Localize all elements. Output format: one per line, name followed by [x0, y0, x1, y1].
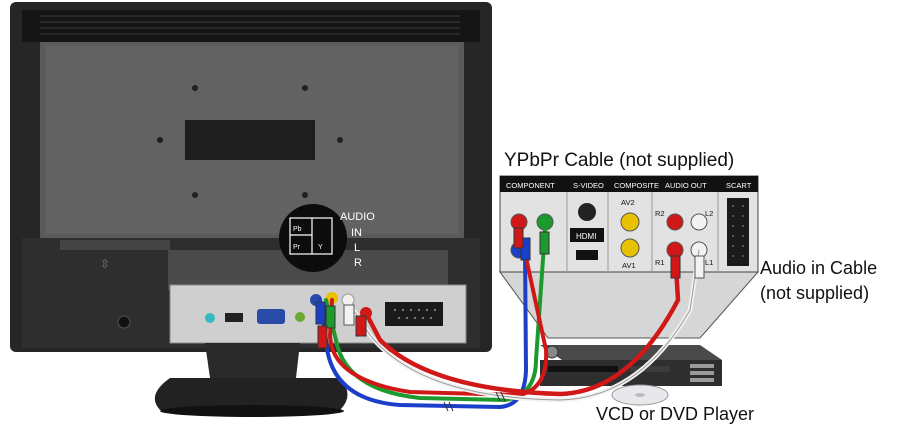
badge-r-label: R: [354, 257, 362, 269]
player-callout: VCD or DVD Player: [596, 404, 755, 424]
cable-red-audio: [363, 247, 681, 397]
badge-audio-title: AUDIO: [340, 211, 375, 223]
inset-header-component: COMPONENT: [506, 181, 555, 190]
r2-label: R2: [655, 209, 665, 218]
av2-label: AV2: [621, 198, 635, 207]
inset-header-composite: COMPOSITE: [614, 181, 659, 190]
r2-jack: [666, 213, 684, 231]
av1-jack: [620, 238, 640, 258]
cable-green: [324, 228, 547, 403]
monitor-stand: [154, 343, 348, 417]
svg-text:⇳: ⇳: [100, 257, 110, 271]
r1-label: R1: [655, 258, 665, 267]
hdmi-port: [225, 313, 243, 322]
badge-pb-label: Pb: [293, 226, 302, 233]
badge-l-label: L: [354, 242, 360, 254]
badge-in-label: IN: [351, 227, 362, 239]
audio-cable-callout-line1: Audio in Cable: [760, 258, 878, 278]
cable-break-marks: [443, 391, 506, 412]
vga-port: [257, 309, 285, 324]
scart-port: [385, 302, 443, 326]
l2-label: L2: [705, 209, 713, 218]
hdmi-label: HDMI: [576, 232, 596, 241]
audio-cable-callout-line2: (not supplied): [760, 283, 870, 303]
cable-blue: [318, 248, 529, 410]
inset-header-audio-out: AUDIO OUT: [665, 181, 707, 190]
inset-hdmi-port: [576, 250, 598, 260]
cable-red-video: [327, 223, 549, 398]
inset-header-svideo: S-VIDEO: [573, 181, 604, 190]
audio-jack-green: [295, 312, 305, 322]
audio-jack-cyan: [205, 313, 215, 323]
av1-label: AV1: [622, 261, 636, 270]
badge-pr-label: Pr: [293, 244, 301, 251]
l2-jack: [690, 213, 708, 231]
audio-in-badge: Pb Pr Y AUDIO IN L R: [279, 204, 375, 272]
ypbpr-cable-callout: YPbPr Cable (not supplied): [504, 150, 735, 171]
l1-label: L1: [705, 258, 713, 267]
cable-bundle: [318, 223, 702, 410]
inset-header-scart: SCART: [726, 181, 752, 190]
av2-jack: [620, 212, 640, 232]
inset-jack-y: [536, 213, 554, 231]
inset-scart-port: [727, 198, 749, 266]
cable-plugs: [315, 227, 705, 349]
svideo-port: [578, 203, 596, 221]
badge-y-label: Y: [318, 244, 323, 251]
